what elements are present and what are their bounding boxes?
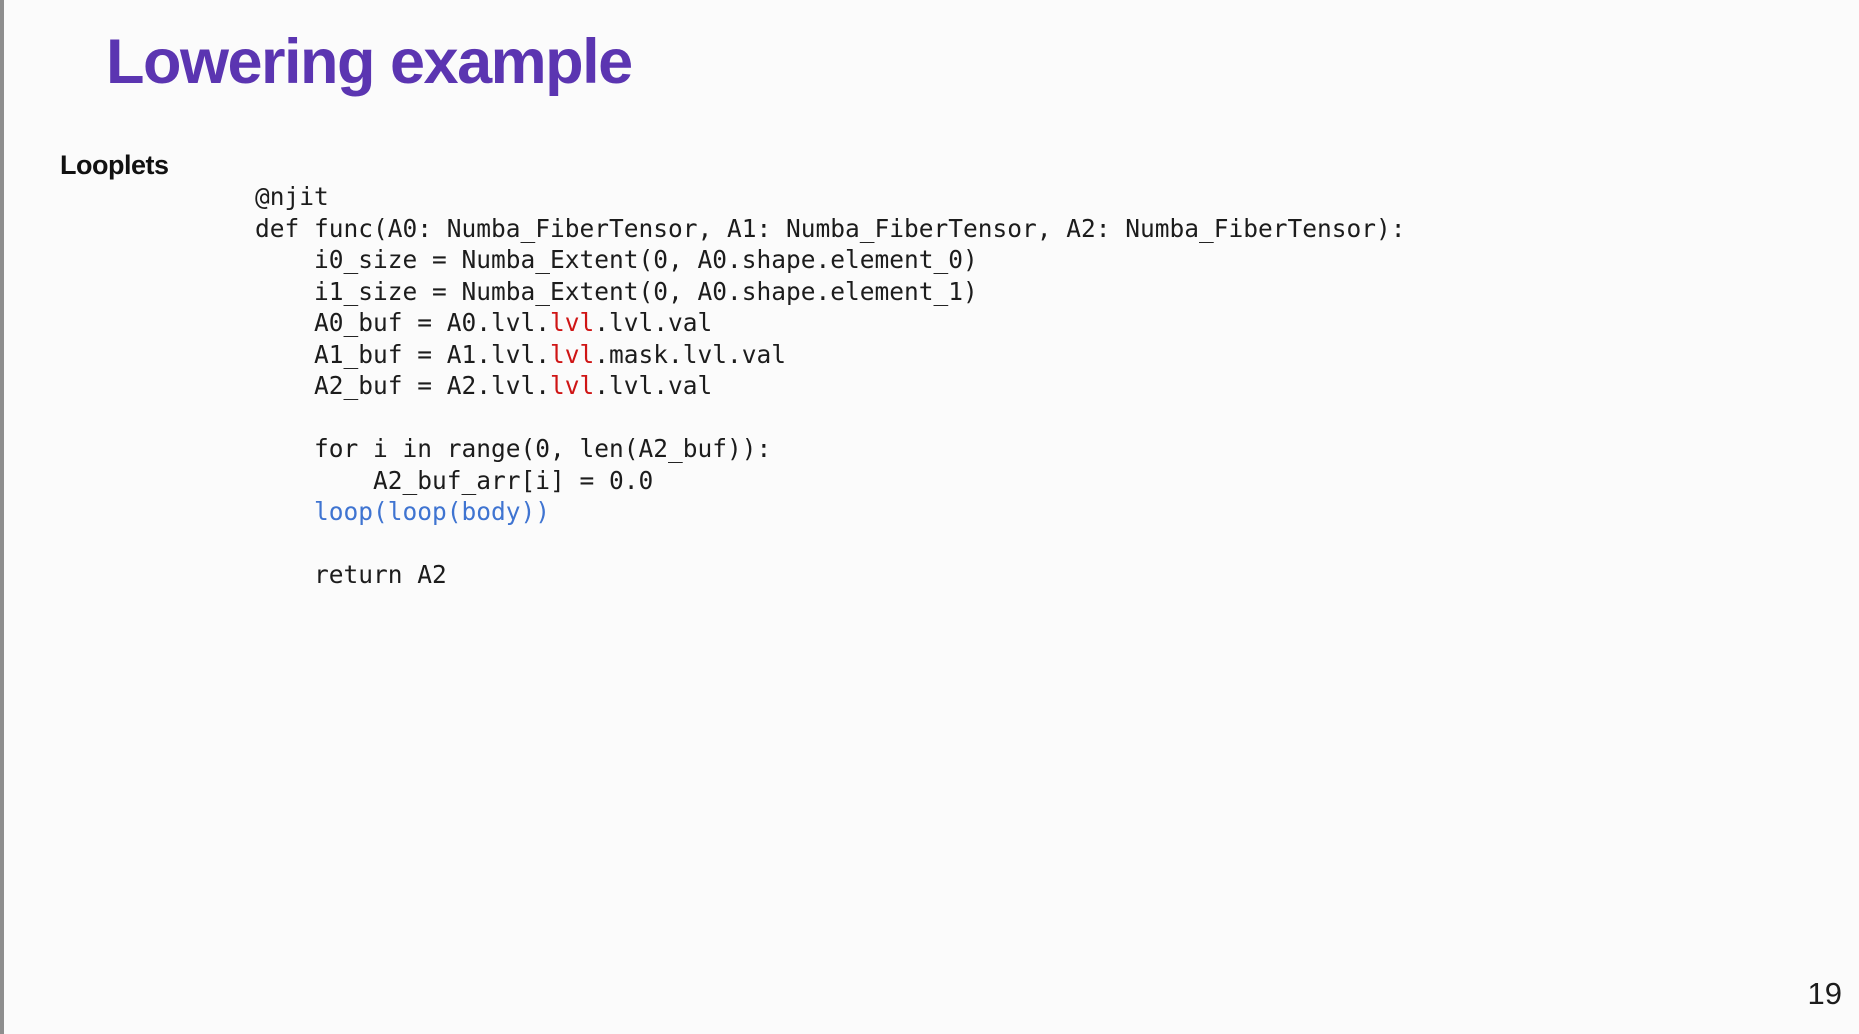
code-segment-default: .mask.lvl.val (594, 339, 787, 369)
code-line: @njit (255, 181, 1406, 213)
code-line (255, 528, 1406, 560)
page-number: 19 (1807, 976, 1842, 1011)
code-line: return A2 (255, 559, 1406, 591)
code-line: i1_size = Numba_Extent(0, A0.shape.eleme… (255, 276, 1406, 308)
code-segment-red: lvl (550, 371, 595, 400)
code-segment-default: @njit (255, 182, 329, 211)
code-line (255, 402, 1406, 434)
section-label: Looplets (60, 150, 169, 180)
code-segment-blue: loop(loop(body)) (314, 497, 551, 526)
code-line: def func(A0: Numba_FiberTensor, A1: Numb… (255, 213, 1406, 245)
code-line: A2_buf = A2.lvl.lvl.lvl.val (255, 370, 1406, 402)
left-edge-bar (0, 0, 4, 1034)
code-segment-default: i0_size = Numba_Extent(0, A0.shape.eleme… (255, 245, 978, 274)
code-segment-default: A2_buf_arr[i] = 0.0 (255, 465, 654, 495)
code-segment-default: A1_buf = A1.lvl. (255, 339, 551, 369)
code-segment-default: .lvl.val (594, 371, 713, 400)
code-segment-default: .lvl.val (594, 308, 713, 337)
code-segment-red: lvl (550, 308, 595, 337)
code-line: i0_size = Numba_Extent(0, A0.shape.eleme… (255, 244, 1406, 276)
code-line: A0_buf = A0.lvl.lvl.lvl.val (255, 307, 1406, 339)
code-line: A1_buf = A1.lvl.lvl.mask.lvl.val (255, 339, 1406, 371)
code-segment-red: lvl (550, 339, 595, 369)
code-segment-default: return A2 (255, 560, 447, 589)
code-segment-default: for i in range(0, len(A2_buf)): (255, 434, 772, 463)
code-segment-default: i1_size = Numba_Extent(0, A0.shape.eleme… (255, 276, 978, 306)
code-segment-default: A0_buf = A0.lvl. (255, 308, 551, 337)
code-segment-default: def func(A0: Numba_FiberTensor, A1: Numb… (255, 213, 1406, 243)
code-line: for i in range(0, len(A2_buf)): (255, 433, 1406, 465)
code-segment-default: A2_buf = A2.lvl. (255, 371, 551, 400)
code-segment-default (255, 497, 314, 526)
code-line: A2_buf_arr[i] = 0.0 (255, 465, 1406, 497)
slide-title: Lowering example (106, 27, 633, 97)
code-line: loop(loop(body)) (255, 496, 1406, 528)
